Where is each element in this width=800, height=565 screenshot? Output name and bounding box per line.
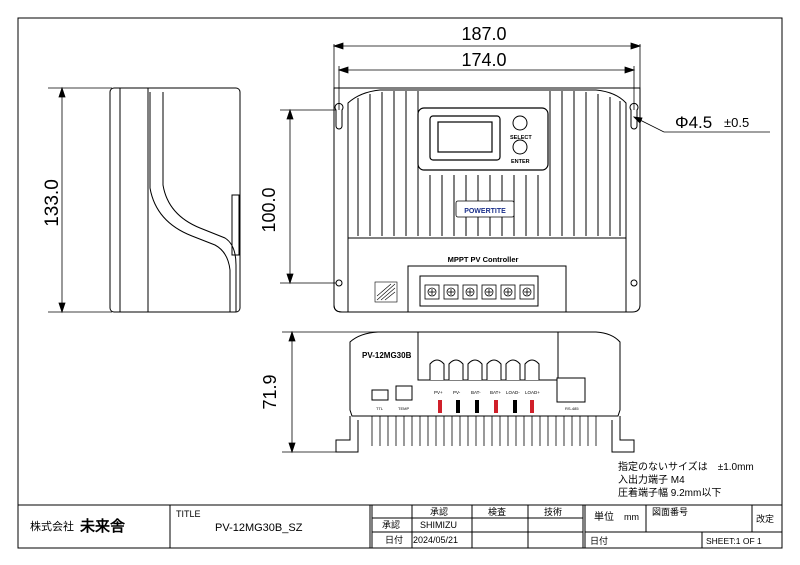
controller-label: MPPT PV Controller [448,255,519,264]
side-view [109,87,241,313]
dimension-width-overall [332,42,642,90]
unit-value: mm [624,512,639,522]
dimension-height-mount [280,108,336,285]
dim-label-187: 187.0 [461,24,506,44]
terminal-label-2: PV- [453,390,461,395]
revision-label: 改定 [756,513,774,524]
dim-label-100: 100.0 [259,187,279,232]
date-row-label: 日付 [385,535,403,545]
terminal-label-4: BAT+ [490,390,501,395]
enter-label: ENTER [511,159,530,165]
drawing-frame [17,17,783,549]
temp-label: TEMP [398,406,409,411]
title-label: TITLE [176,509,201,519]
terminal-screws [424,284,535,300]
dim-label-174: 174.0 [461,50,506,70]
select-button[interactable] [512,115,528,131]
hole-tolerance-label: ±0.5 [724,115,749,130]
dim-label-133: 133.0 [42,179,63,227]
polarity-markers [438,400,534,413]
drawing-no-label: 図面番号 [652,506,688,517]
sheet-label: SHEET:1 OF 1 [706,536,762,546]
approver-name: SHIMIZU [420,520,457,530]
title-value: PV-12MG30B_SZ [215,522,303,534]
approve-row-label: 承認 [382,519,400,530]
dim-label-71-9: 71.9 [260,374,280,409]
brand-logo: POWERTITE [464,208,506,215]
brand-badge [455,200,515,218]
date-label-2: 日付 [590,536,608,546]
company-prefix: 株式会社 [30,519,74,533]
dimension-height-overall [48,86,112,314]
hole-diameter-label: Φ4.5 [675,113,712,132]
tech-header: 技術 [544,506,562,517]
check-header: 検査 [488,506,506,517]
terminal-label-5: LOAD- [506,390,520,395]
select-label: SELECT [510,135,532,141]
ttl-label: TTL [376,406,384,411]
dimension-width-mount [337,66,636,110]
terminal-label-1: PV+ [434,390,443,395]
approve-header: 承認 [430,506,448,517]
note-terminal: 入出力端子 M4 [618,473,685,486]
dimension-depth [282,330,380,454]
bottom-view [335,331,635,453]
terminal-label-6: LOAD+ [525,390,540,395]
spec-label-sticker [374,281,398,303]
hole-diameter-leader [632,116,770,133]
enter-button[interactable] [512,139,528,155]
company-name: 未来舎 [79,517,126,535]
rs485-label: RS-485 [565,406,579,411]
note-crimp: 圧着端子幅 9.2mm以下 [618,486,721,499]
terminal-label-3: BAT- [471,390,481,395]
title-block [18,504,782,548]
note-tolerance: 指定のないサイズは ±1.0mm [618,460,754,473]
unit-label: 単位 [594,510,614,523]
date-value: 2024/05/21 [413,535,458,545]
model-label: PV-12MG30B [362,351,412,360]
bottom-fins [371,416,597,446]
